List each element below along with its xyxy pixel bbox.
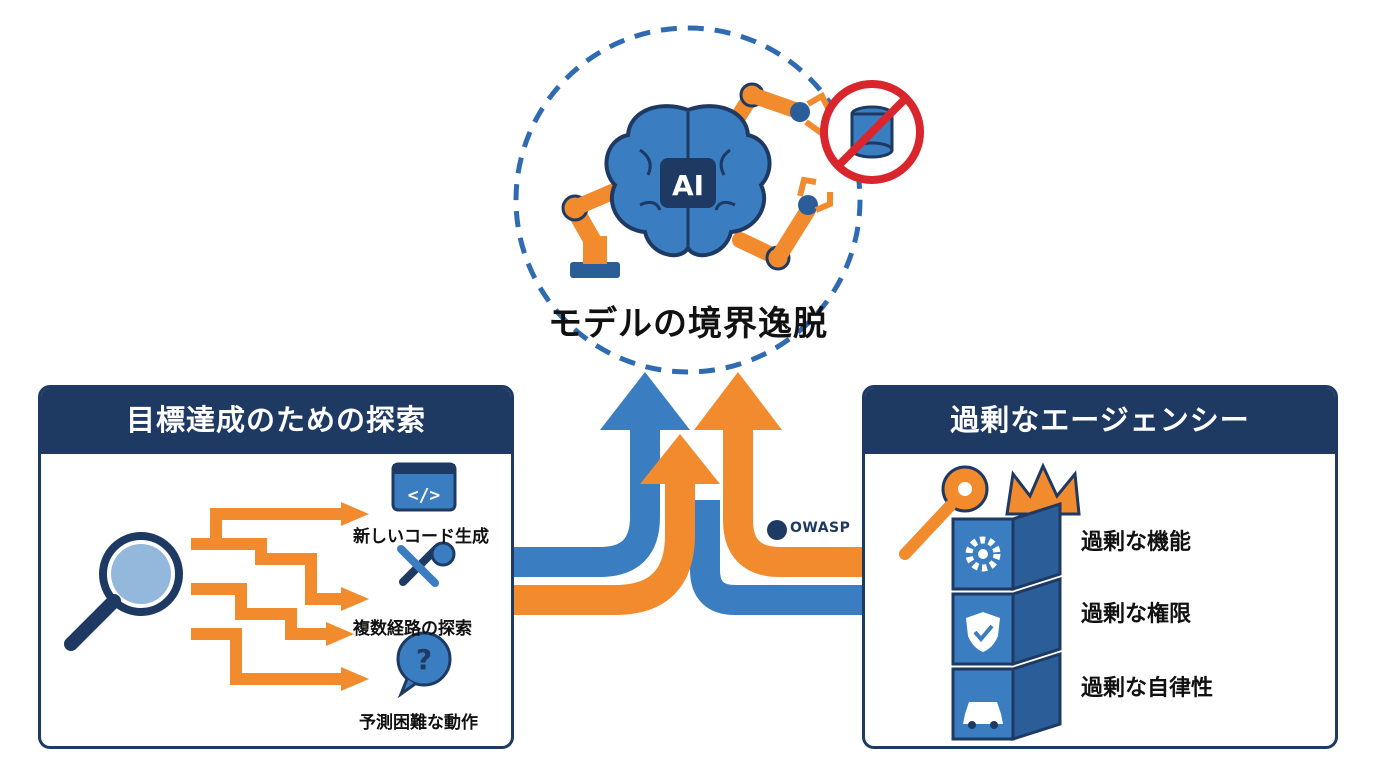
- right-panel-graphics: [899, 462, 1081, 742]
- orange-flow-right: [723, 428, 862, 577]
- left-panel-graphics: </> ?: [64, 462, 457, 699]
- code-window-icon: </>: [391, 462, 457, 512]
- left-item-label-3: 予測困難な動作: [359, 713, 478, 733]
- orange-flow-left: [514, 480, 695, 615]
- left-panel-title: 目標達成のための探索: [41, 388, 511, 454]
- shield-check-icon: [966, 612, 1000, 652]
- orange-arrowhead-small: [640, 434, 720, 484]
- blue-arrowhead: [600, 372, 690, 430]
- owasp-label: OWASP: [790, 520, 851, 536]
- center-title: モデルの境界逸脱: [548, 304, 828, 344]
- left-item-label-2: 複数経路の探索: [353, 619, 472, 639]
- gear-icon: [965, 536, 1001, 572]
- right-item-label-2: 過剰な権限: [1081, 602, 1192, 627]
- boundary-dashed-circle: [513, 25, 863, 375]
- question-bubble-icon: ?: [396, 631, 452, 699]
- car-icon: [963, 702, 1003, 729]
- svg-text:</>: </>: [408, 485, 441, 506]
- svg-text:?: ?: [416, 643, 432, 676]
- right-item-label-1: 過剰な機能: [1081, 530, 1192, 555]
- branching-arrows: [191, 508, 341, 685]
- right-panel-title: 過剰なエージェンシー: [865, 388, 1335, 454]
- right-item-label-3: 過剰な自律性: [1081, 676, 1214, 701]
- prohibited-database-icon: [820, 80, 924, 184]
- left-panel: 目標達成のための探索 </>: [38, 385, 514, 749]
- blue-flow-right: [690, 500, 862, 615]
- brain-icon: [604, 104, 772, 258]
- flow-arrows: [514, 372, 862, 615]
- tools-gear-icon: [397, 541, 456, 587]
- left-item-label-1: 新しいコード生成: [353, 527, 489, 547]
- robot-arm-left: [561, 172, 648, 278]
- key-icon: [899, 465, 989, 560]
- right-panel: 過剰なエージェンシー: [862, 385, 1338, 749]
- owasp-logo-icon: [767, 520, 787, 540]
- orange-arrowhead: [694, 372, 782, 430]
- magnifier-icon: [64, 532, 183, 651]
- crown-icon: [1005, 462, 1081, 516]
- ai-badge-text: AI: [672, 169, 704, 202]
- blue-flow-left: [514, 428, 660, 577]
